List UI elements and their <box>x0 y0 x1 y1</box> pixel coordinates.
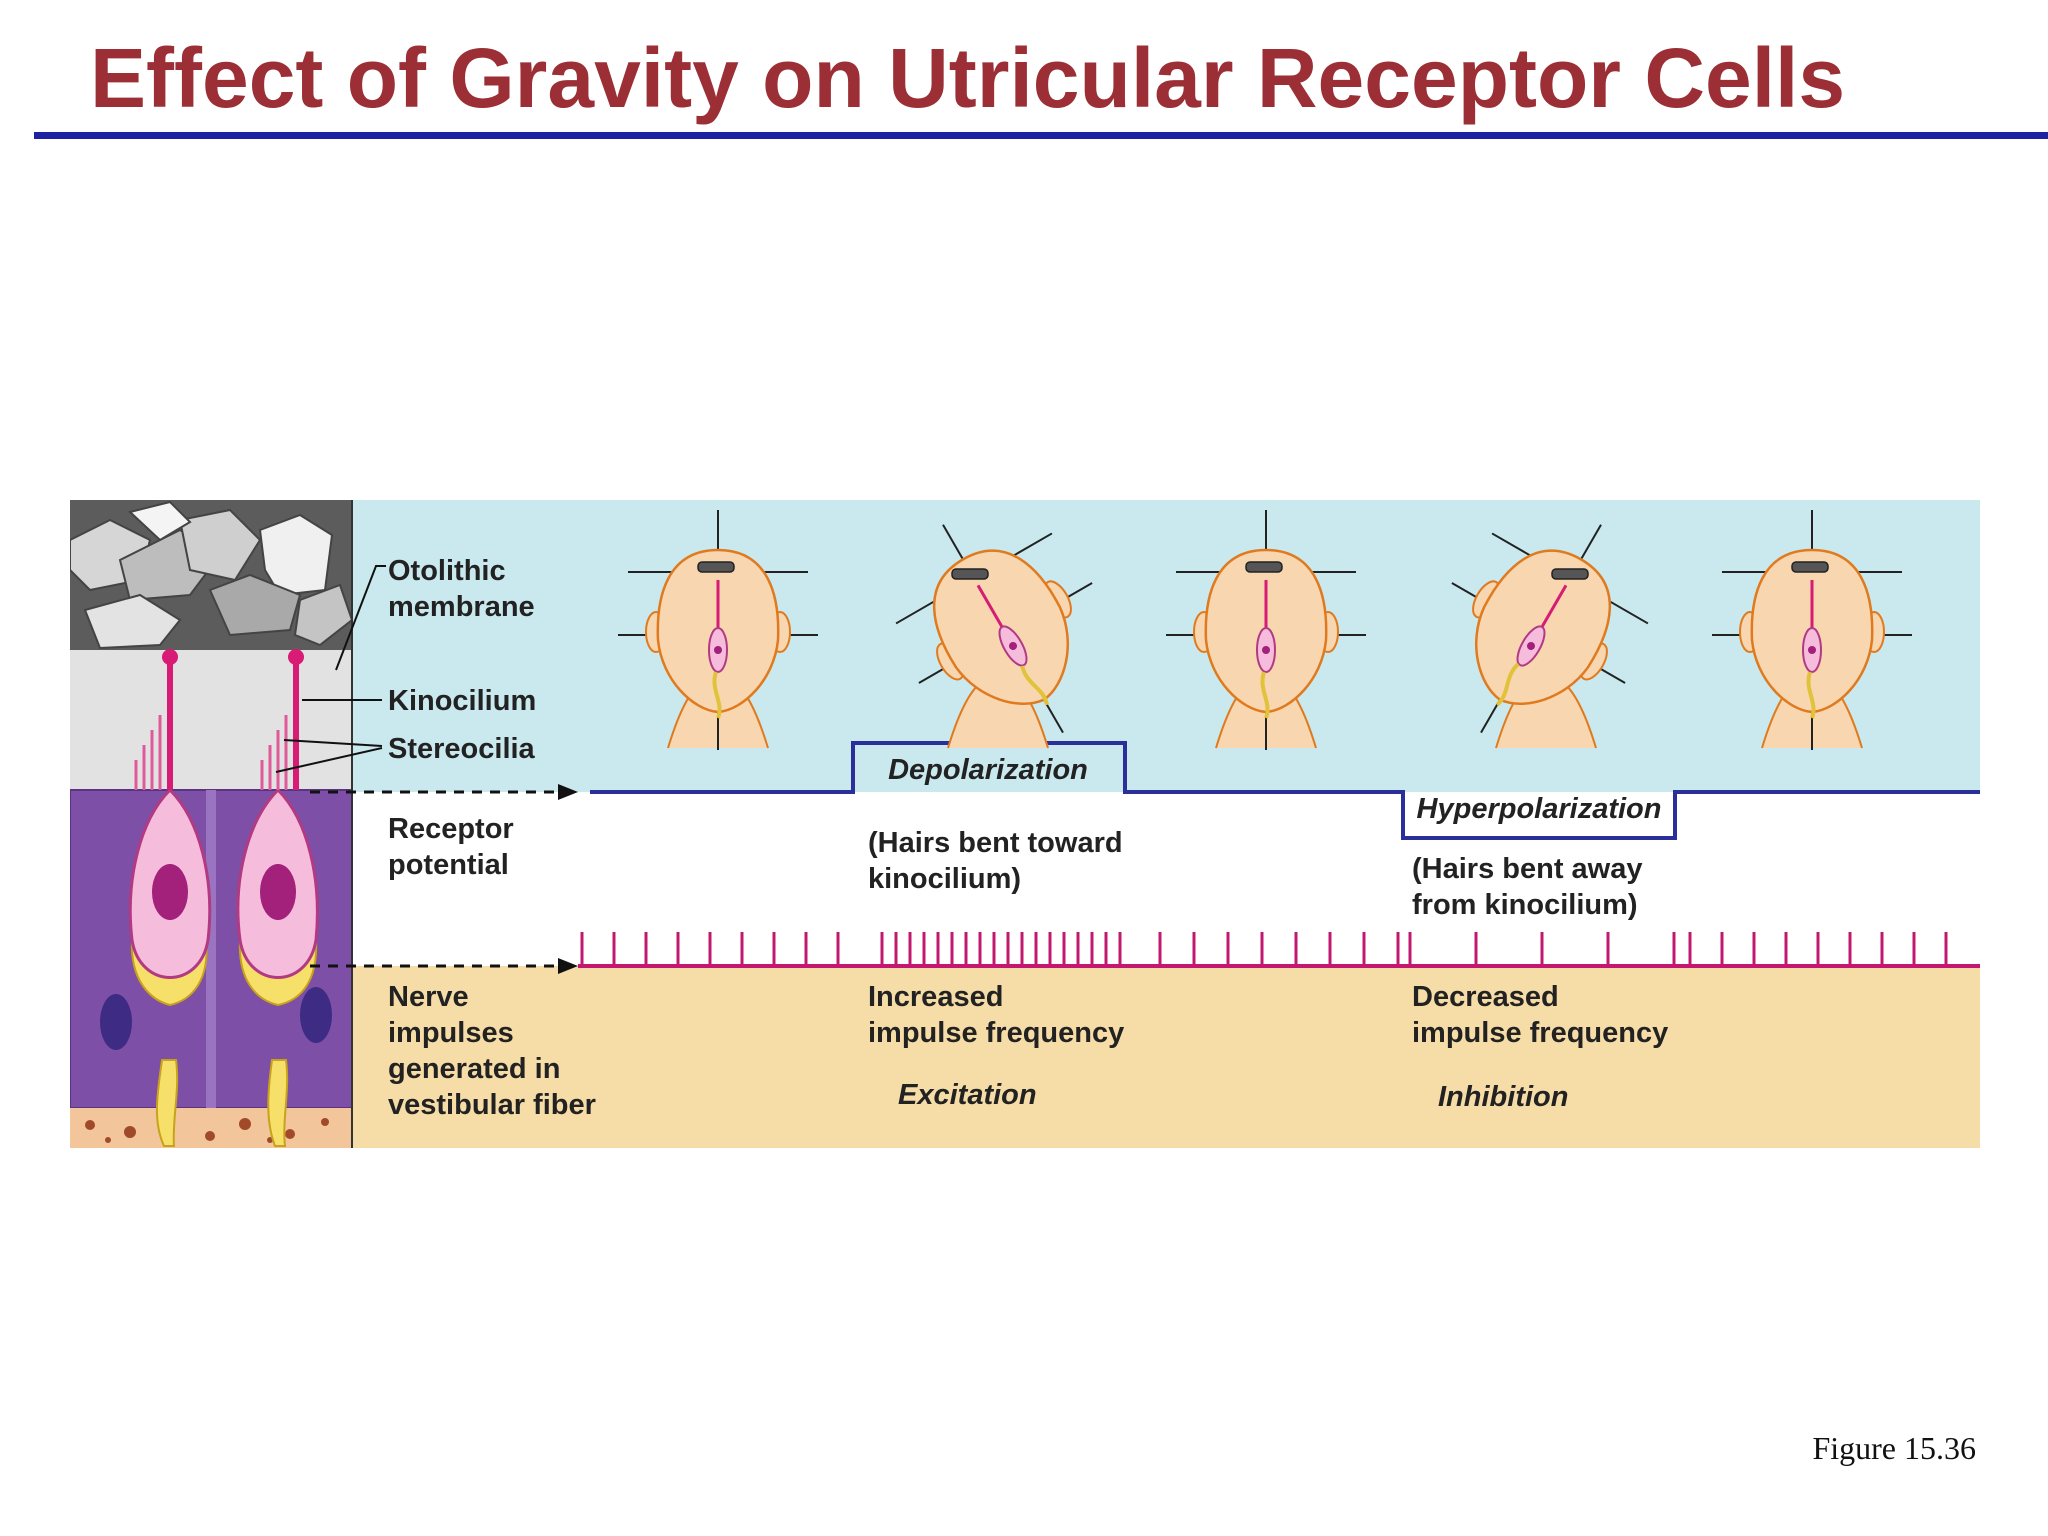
decreased-impulse-label: Decreased impulse frequency <box>1412 981 1668 1049</box>
depolarization-title: Depolarization <box>888 754 1088 786</box>
hair-cell-1 <box>128 649 212 1147</box>
slide-title: Effect of Gravity on Utricular Receptor … <box>90 31 1846 125</box>
stereocilia-label: Stereocilia <box>388 733 536 765</box>
otolithic-label: Otolithic membrane <box>388 555 535 623</box>
head-upright <box>1712 510 1912 750</box>
receptor-potential-label: Receptor potential <box>388 813 522 881</box>
kinocilium-label: Kinocilium <box>388 685 536 717</box>
excitation-label: Excitation <box>898 1079 1037 1111</box>
head-row <box>618 510 1912 750</box>
head-tilted-backward <box>1451 524 1649 749</box>
otoliths-crystals <box>70 500 354 650</box>
head-upright <box>618 510 818 750</box>
impulse-arrow <box>310 958 578 974</box>
utricle-figure: Otolithic membrane Kinocilium Stereocili… <box>70 500 1980 1148</box>
hyperpolarization-title: Hyperpolarization <box>1417 793 1662 825</box>
white-band <box>352 792 1980 966</box>
depolarization-note: (Hairs bent toward kinocilium) <box>868 827 1131 895</box>
increased-impulse-label: Increased impulse frequency <box>868 981 1124 1049</box>
hair-cell-panel <box>70 500 354 1148</box>
head-tilted-forward <box>895 524 1093 749</box>
sand-band <box>352 966 1980 1148</box>
inhibition-label: Inhibition <box>1438 1081 1568 1113</box>
nerve-impulses-label: Nerve impulses generated in vestibular f… <box>388 981 596 1121</box>
head-upright <box>1166 510 1366 750</box>
title-underline <box>34 132 2048 139</box>
receptor-arrow <box>310 784 578 800</box>
receptor-potential-trace <box>590 741 1980 840</box>
leader-lines <box>275 565 386 773</box>
figure-caption: Figure 15.36 <box>1812 1430 1976 1466</box>
hyperpolarization-note: (Hairs bent away from kinocilium) <box>1412 853 1651 921</box>
impulse-spikes <box>580 932 1948 966</box>
